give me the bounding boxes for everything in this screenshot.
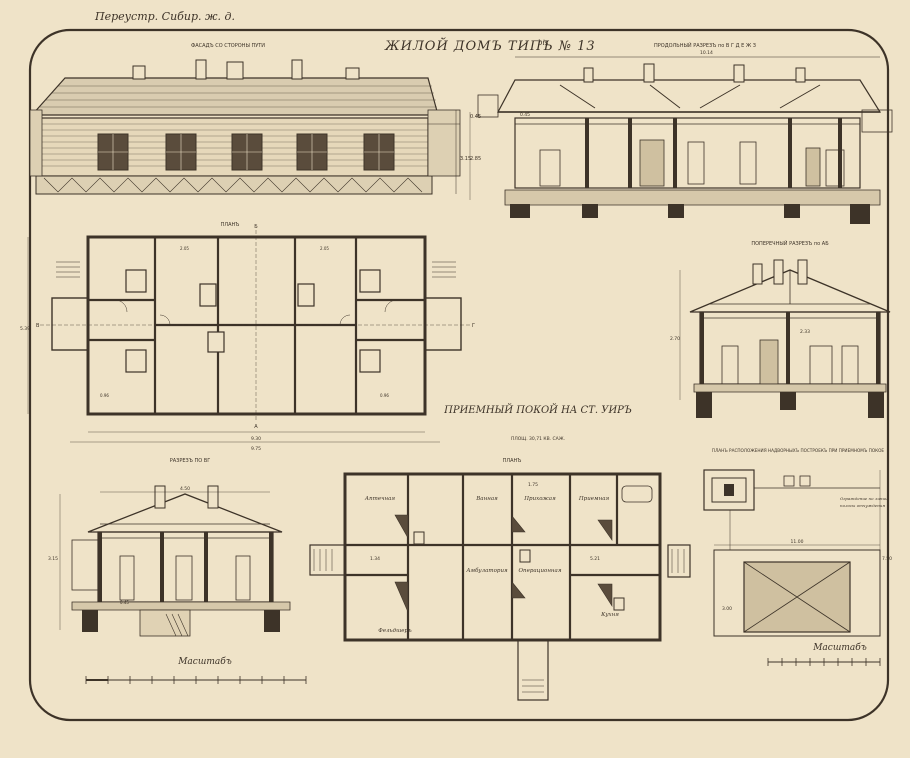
- svg-text:7.50: 7.50: [882, 556, 892, 562]
- sheet-title: ЖИЛОЙ ДОМЪ ТИПЪ № 13: [384, 36, 596, 54]
- room-label-reception: Приемная: [578, 496, 610, 502]
- svg-text:0.96: 0.96: [100, 393, 109, 398]
- svg-text:11.00: 11.00: [791, 539, 804, 545]
- cross-section-vg: РАЗРЕЗЪ ПО ВГ 0.45 3.15 4.50: [48, 458, 291, 637]
- scale-bar-left: Масштабъ: [85, 656, 307, 684]
- svg-text:3.00: 3.00: [722, 606, 732, 612]
- outbuildings-site-plan: ПЛАНЪ РАСПОЛОЖЕНИЯ НАДВОРНЫХЪ ПОСТРОЕКЪ …: [703, 448, 892, 637]
- longitudinal-section: ПРОДОЛЬНЫЙ РАЗРЕЗЪ по В Г Д Е Ж З: [460, 42, 893, 224]
- room-label-bathroom: Ванная: [475, 496, 498, 502]
- axis-label-b-top: Б: [254, 224, 258, 230]
- room-label-kitchen: Кухня: [600, 612, 619, 618]
- room-label-pharmacy: Аптечная: [364, 496, 396, 502]
- svg-text:3.15: 3.15: [48, 556, 58, 562]
- sheet-border: [28, 28, 890, 722]
- axis-label-v: В: [36, 323, 40, 329]
- plan-top-caption: ПЛАНЪ: [221, 222, 240, 228]
- axis-label-g: Г: [472, 323, 475, 329]
- svg-text:1.34: 1.34: [370, 556, 380, 562]
- room-label-hall: Прихожая: [523, 496, 556, 502]
- cross-ab-caption: ПОПЕРЕЧНЫЙ РАЗРЕЗЪ по АБ: [751, 240, 829, 247]
- svg-text:1.75: 1.75: [528, 482, 538, 488]
- svg-text:2.33: 2.33: [800, 329, 810, 335]
- svg-text:Ограждение по линии: Ограждение по линии: [840, 496, 888, 501]
- cross-vg-caption: РАЗРЕЗЪ ПО ВГ: [170, 458, 211, 464]
- scale-left-label: Масштабъ: [177, 656, 232, 667]
- scale-right-label: Масштабъ: [812, 642, 867, 653]
- facade-elevation: ФАСАДЪ СО СТОРОНЫ ПУТИ: [29, 43, 481, 195]
- station-floor-plan: ПЛАНЪ Аптечная Ванная Прихожая Приемная …: [309, 458, 691, 701]
- svg-text:9.75: 9.75: [251, 446, 261, 452]
- plan-bottom-caption: ПЛАНЪ: [503, 458, 522, 464]
- svg-text:0.96: 0.96: [380, 393, 389, 398]
- svg-text:5.21: 5.21: [590, 556, 600, 562]
- sheet-title-suffix: bis: [538, 39, 549, 47]
- svg-text:ПЛОЩ. 30,71 КВ. САЖ.: ПЛОЩ. 30,71 КВ. САЖ.: [511, 436, 565, 442]
- svg-text:3.15: 3.15: [460, 156, 471, 162]
- scale-bar-right: Масштабъ: [767, 642, 881, 666]
- room-label-paramedic: Фельдшеръ: [378, 628, 412, 634]
- svg-text:0.45: 0.45: [470, 114, 481, 120]
- svg-text:5.39: 5.39: [20, 326, 30, 332]
- svg-text:2.05: 2.05: [320, 246, 329, 251]
- longitudinal-caption: ПРОДОЛЬНЫЙ РАЗРЕЗЪ по В Г Д Е Ж З: [654, 42, 756, 49]
- room-label-operating: Операционная: [519, 568, 562, 574]
- outbuildings-caption: ПЛАНЪ РАСПОЛОЖЕНИЯ НАДВОРНЫХЪ ПОСТРОЕКЪ …: [712, 448, 884, 453]
- svg-text:2.05: 2.05: [180, 246, 189, 251]
- room-label-ambulatory: Амбулатория: [465, 567, 508, 574]
- svg-text:0.45: 0.45: [520, 112, 530, 118]
- svg-text:10.14: 10.14: [700, 50, 713, 56]
- svg-text:2.70: 2.70: [670, 336, 680, 342]
- station-caption: ПРИЕМНЫЙ ПОКОЙ НА СТ. УИРЪ: [443, 404, 632, 416]
- main-floor-plan: ПЛАНЪ: [20, 222, 475, 452]
- svg-text:0.45: 0.45: [120, 600, 129, 605]
- cross-section-ab: ПОПЕРЕЧНЫЙ РАЗРЕЗЪ по АБ 2.70 2.33: [670, 240, 891, 418]
- svg-text:2.85: 2.85: [470, 156, 481, 162]
- svg-text:9.30: 9.30: [251, 436, 261, 442]
- railway-label: Переустр. Сибир. ж. д.: [94, 10, 235, 23]
- axis-label-a: А: [254, 424, 258, 430]
- facade-caption: ФАСАДЪ СО СТОРОНЫ ПУТИ: [191, 43, 265, 49]
- svg-text:4.50: 4.50: [180, 486, 190, 492]
- svg-text:полосы отчуждения: полосы отчуждения: [840, 503, 885, 508]
